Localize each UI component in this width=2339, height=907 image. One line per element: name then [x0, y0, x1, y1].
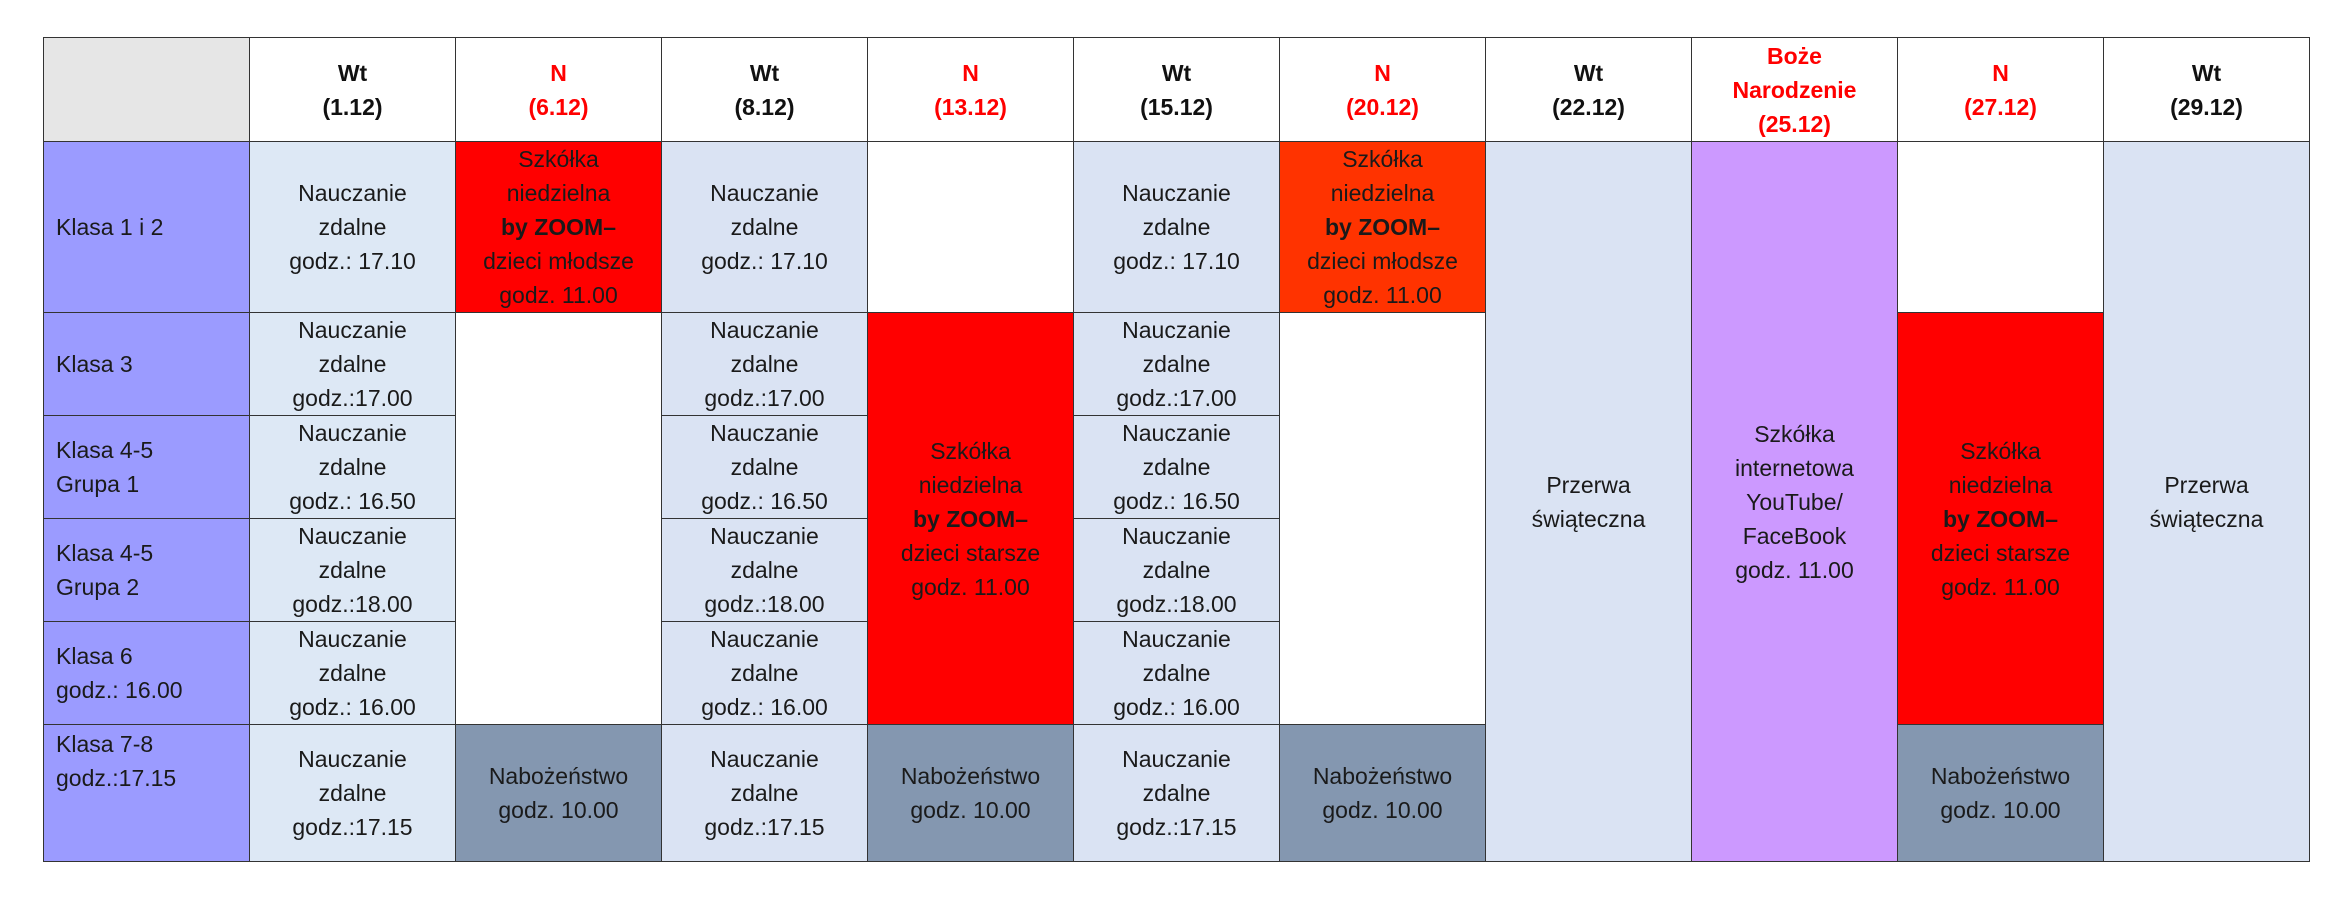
cell-empty — [1279, 312, 1486, 725]
row-label-klasa-3: Klasa 3 — [43, 312, 250, 416]
row-label-klasa-1-2: Klasa 1 i 2 — [43, 141, 250, 313]
header-row: Wt(1.12) N(6.12) Wt(8.12) N(13.12) Wt(15… — [43, 37, 2310, 142]
cell-empty — [867, 141, 1074, 313]
corner-cell — [43, 37, 250, 142]
header-col-1: Wt(1.12) — [249, 37, 456, 142]
header-col-6: N(20.12) — [1279, 37, 1486, 142]
header-col-10: Wt(29.12) — [2103, 37, 2310, 142]
header-col-9: N(27.12) — [1897, 37, 2104, 142]
header-col-4: N(13.12) — [867, 37, 1074, 142]
cell-empty — [1897, 141, 2104, 313]
header-col-3: Wt(8.12) — [661, 37, 868, 142]
schedule-table: Wt(1.12) N(6.12) Wt(8.12) N(13.12) Wt(15… — [43, 37, 2310, 862]
header-col-5: Wt(15.12) — [1073, 37, 1280, 142]
header-col-2: N(6.12) — [455, 37, 662, 142]
cell-empty — [455, 312, 662, 725]
header-col-7: Wt(22.12) — [1485, 37, 1692, 142]
